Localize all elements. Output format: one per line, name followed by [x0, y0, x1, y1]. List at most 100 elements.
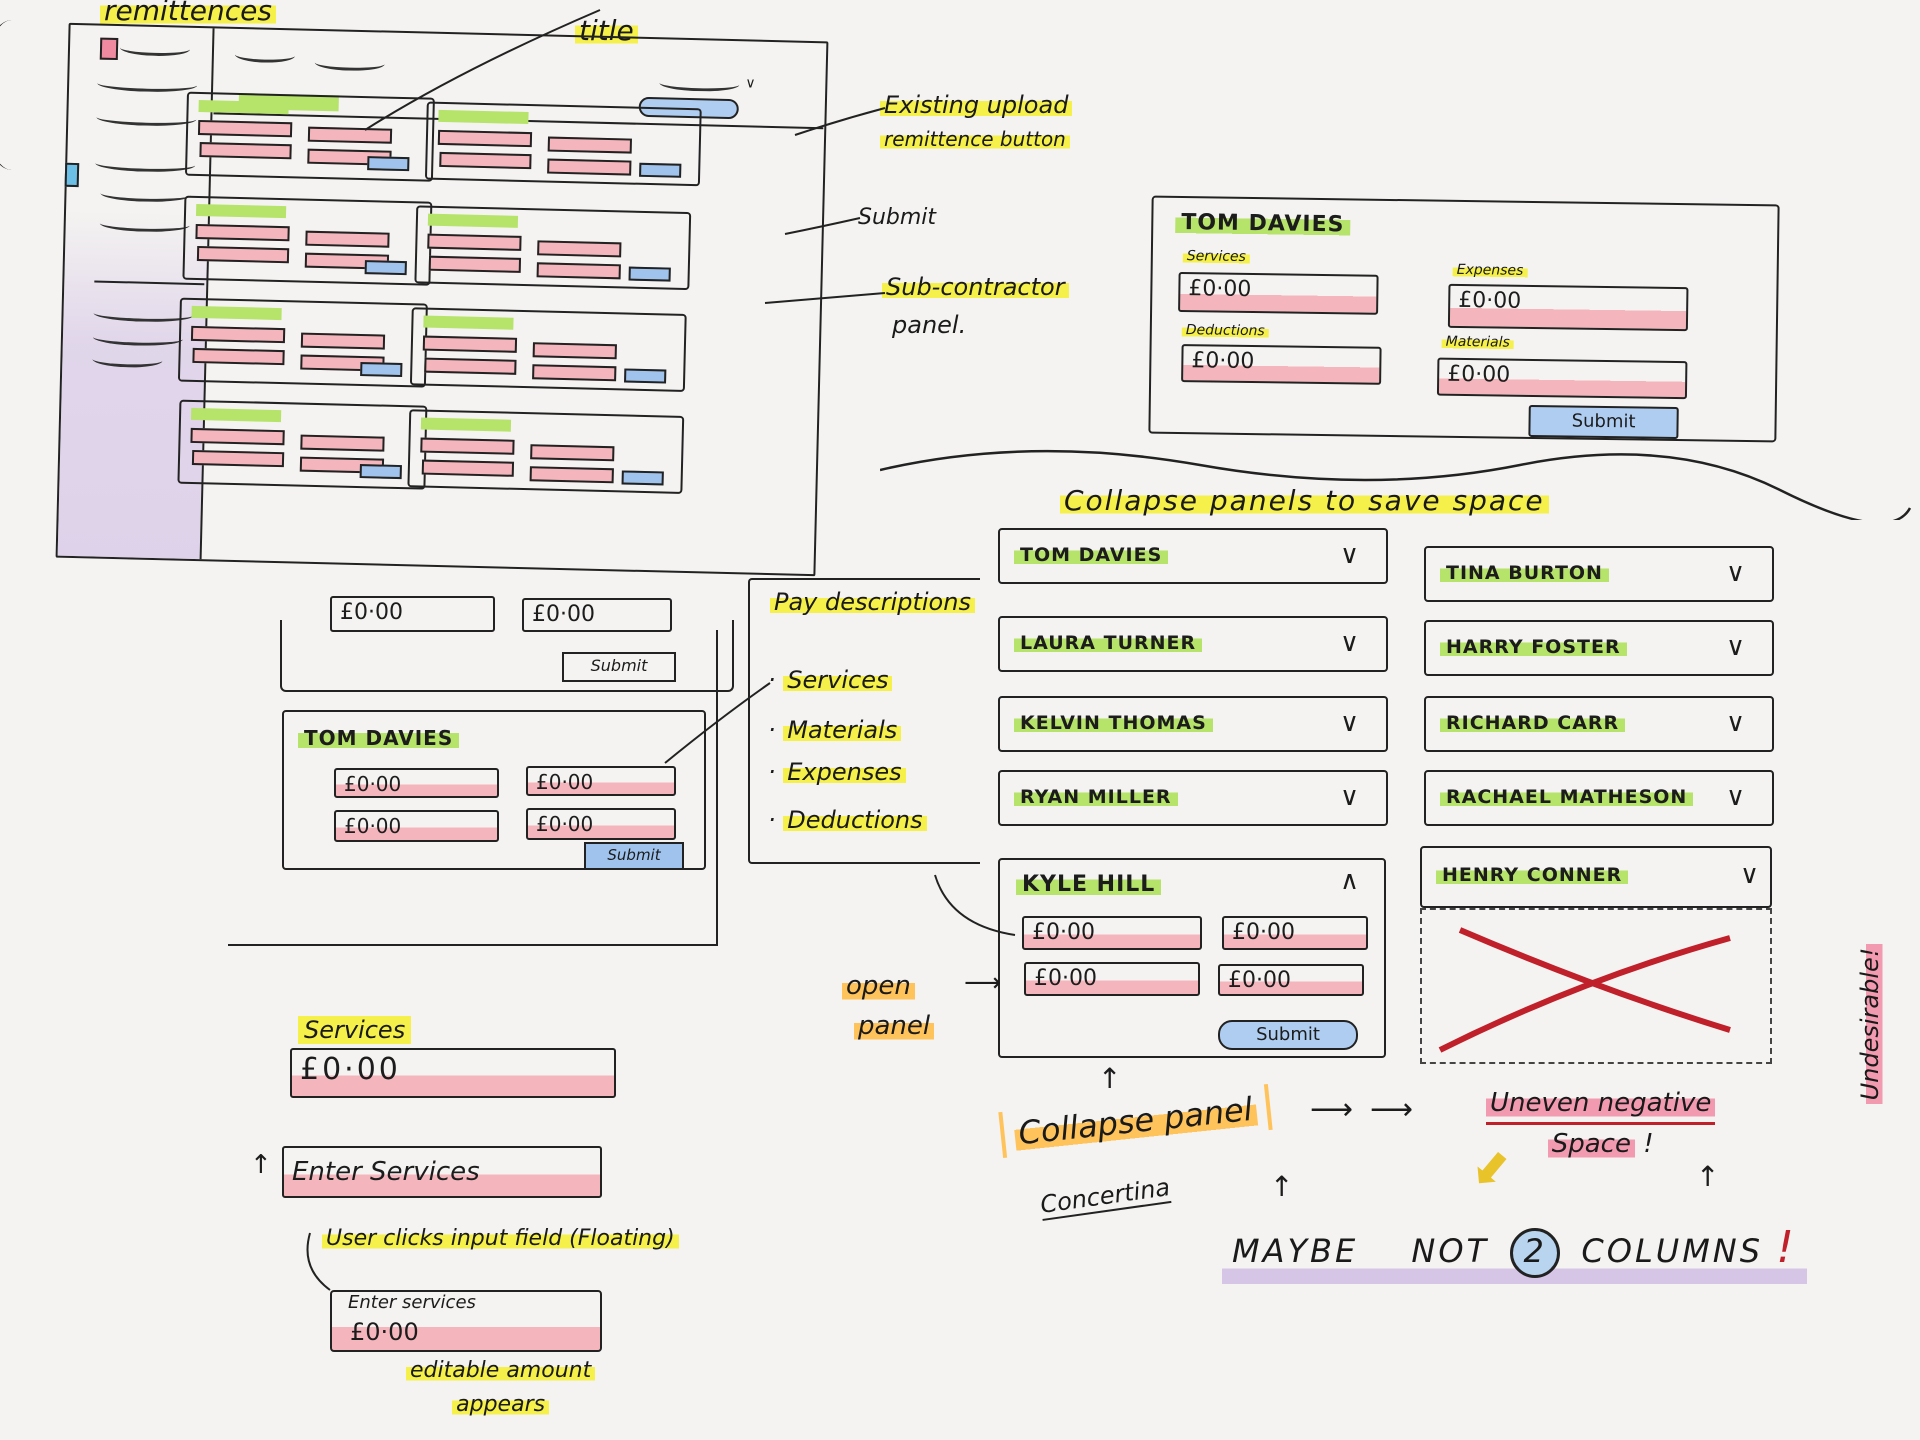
panel-name: RICHARD CARR — [1440, 712, 1626, 734]
mini-panel-field — [190, 325, 286, 344]
mini-subcontractor-panel — [177, 399, 428, 490]
collapsed-panel-henry-conner[interactable]: HENRY CONNER ∨ — [1420, 846, 1772, 908]
materials-field[interactable]: £0·00 — [1436, 357, 1688, 400]
submit-pointer-line — [784, 217, 861, 235]
collapsed-panel[interactable]: TOM DAVIES∨ — [998, 528, 1388, 584]
mini-panel-field — [300, 434, 385, 452]
mid-submit-b[interactable]: Submit — [584, 842, 684, 870]
chevron-down-icon: ∨ — [1726, 558, 1746, 588]
example-subcontractor-panel: TOM DAVIES Services £0·00 Expenses £0·00… — [1148, 195, 1780, 443]
collapse-panel-note: Collapse panel — [998, 1083, 1273, 1159]
collapsed-panel[interactable]: RYAN MILLER∨ — [998, 770, 1388, 826]
mini-panel-title — [427, 213, 519, 228]
mini-panel-field — [536, 262, 621, 280]
pay-description-item: · Services — [768, 666, 893, 694]
flow-pointer-line — [306, 1232, 331, 1291]
collapsed-panel[interactable]: RACHAEL MATHESON∨ — [1424, 770, 1774, 826]
chevron-down-icon: ∨ — [1726, 632, 1746, 662]
mini-panel-submit-button[interactable] — [367, 156, 410, 172]
panel-name: TOM DAVIES — [1175, 209, 1351, 238]
header-scribble — [234, 46, 296, 64]
collapsed-panel[interactable]: LAURA TURNER∨ — [998, 616, 1388, 672]
services-field[interactable]: £0·00 — [1178, 272, 1379, 315]
two-circle: 2 — [1510, 1228, 1561, 1278]
pay-description-item: · Materials — [768, 716, 902, 744]
open-panel-field[interactable]: £0·00 — [1024, 962, 1200, 996]
chevron-down-icon: ∨ — [1726, 708, 1746, 738]
submit-note: Submit — [858, 205, 937, 230]
deductions-field[interactable]: £0·00 — [1181, 344, 1382, 385]
services-floating-input[interactable]: Enter services £0·00 — [330, 1290, 602, 1352]
services-empty-input[interactable]: Enter Services — [282, 1146, 602, 1198]
mini-subcontractor-panel — [407, 409, 685, 494]
mini-panel-submit-button[interactable] — [359, 464, 402, 480]
mini-panel-title — [191, 305, 282, 321]
panel-name: TOM DAVIES — [298, 726, 460, 750]
services-placeholder: Enter Services — [292, 1157, 480, 1187]
mid-panel-field[interactable]: £0·00 — [334, 768, 499, 798]
editable-amount-note: editable amount appears — [406, 1354, 596, 1422]
cross-icon — [1438, 927, 1731, 1053]
mid-sketch-baseline — [228, 944, 718, 946]
mini-panel-title — [420, 417, 512, 432]
collapsed-panel[interactable]: HARRY FOSTER∨ — [1424, 620, 1774, 676]
mini-panel-submit-button[interactable] — [628, 266, 671, 282]
mini-panel-submit-button[interactable] — [364, 260, 407, 276]
mini-panel-submit-button[interactable] — [639, 162, 682, 178]
uneven-space-note: Uneven negative Space ! — [1486, 1084, 1716, 1163]
mini-panel-field — [305, 230, 390, 248]
arrow-icon: ↑ — [1270, 1170, 1294, 1203]
mini-subcontractor-panel — [409, 307, 687, 392]
open-panel-field[interactable]: £0·00 — [1022, 916, 1202, 950]
open-panel-submit-button[interactable]: Submit — [1218, 1020, 1358, 1050]
existing-upload-note: Existing upload remittence button — [880, 88, 1073, 156]
mid-sketch-top-container — [280, 620, 734, 692]
collapse-section-title: Collapse panels to save space — [1060, 484, 1549, 517]
arrow-icon: ↑ — [250, 1150, 272, 1180]
pay-description-item: · Expenses — [768, 758, 906, 786]
mini-panel-title — [190, 407, 282, 423]
chevron-up-icon[interactable]: ∧ — [1340, 866, 1360, 896]
mid-panel-field[interactable]: £0·00 — [526, 766, 676, 796]
panel-name: LAURA TURNER — [1014, 632, 1203, 654]
collapsed-panel[interactable]: RICHARD CARR ∨ — [1424, 696, 1774, 752]
mini-panel-submit-button[interactable] — [621, 470, 664, 486]
mini-subcontractor-panel — [414, 205, 692, 291]
expenses-field[interactable]: £0·00 — [1447, 283, 1689, 332]
panel-name: KYLE HILL — [1016, 872, 1162, 897]
arrow-icon: ↑ — [1696, 1160, 1720, 1193]
mini-panel-submit-button[interactable] — [624, 368, 667, 384]
arrow-icon: ⟶ — [1310, 1092, 1354, 1127]
mini-panel-field — [196, 246, 290, 264]
expenses-label: Expenses — [1452, 261, 1528, 279]
mini-panel-title — [198, 99, 289, 115]
mid-panel-field[interactable]: £0·00 — [526, 808, 676, 840]
mini-panel-field — [428, 255, 522, 273]
mid-panel-field[interactable]: £0·00 — [334, 810, 499, 842]
open-panel-field[interactable]: £0·00 — [1222, 916, 1368, 950]
mini-panel-field — [199, 142, 292, 160]
header-dropdown-scribble — [659, 75, 740, 93]
chevron-down-icon: ∨ — [1726, 782, 1746, 812]
collapsed-panel[interactable]: TINA BURTON ∨ — [1424, 546, 1774, 602]
panel-name: TINA BURTON — [1440, 562, 1609, 584]
submit-button[interactable]: Submit — [1528, 404, 1679, 440]
mid-submit-a[interactable]: Submit — [562, 652, 676, 682]
open-panel-field[interactable]: £0·00 — [1218, 964, 1364, 996]
mini-panel-field — [439, 151, 532, 170]
subcontractor-pointer-line — [764, 292, 886, 304]
collapsed-panel[interactable]: KELVIN THOMAS∨ — [998, 696, 1388, 752]
user-clicks-note: User clicks input field (Floating) — [322, 1226, 679, 1251]
open-panel-note: open panel — [842, 966, 935, 1046]
sidebar-active-icon — [64, 162, 80, 188]
top-heading-fragment: remittences — [100, 0, 276, 27]
mid-field-b[interactable]: £0·00 — [522, 598, 672, 632]
panel-name: RYAN MILLER — [1014, 786, 1178, 808]
mini-panel-field — [421, 459, 515, 477]
arrow-icon: ⟶ — [1370, 1092, 1414, 1127]
services-flow-input[interactable]: £0·00 — [290, 1048, 616, 1098]
maybe-not-two-columns-note: MAYBE NOT 2 COLUMNS ! — [1222, 1222, 1807, 1284]
mini-panel-submit-button[interactable] — [360, 362, 403, 378]
upload-pointer-line — [794, 107, 886, 136]
mid-field-a[interactable]: £0·00 — [330, 596, 495, 632]
